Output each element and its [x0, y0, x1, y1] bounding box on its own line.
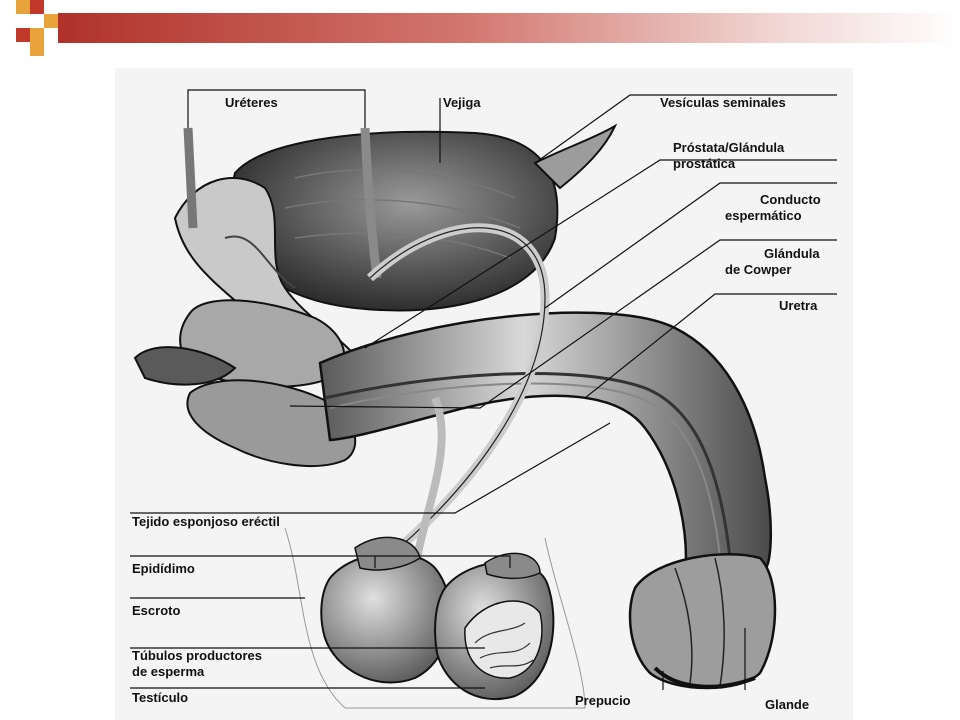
- vas-deferens-right: [411, 396, 446, 569]
- bladder-shape: [229, 130, 559, 312]
- scrotum-outline: [284, 527, 586, 709]
- label-vejiga: Vejiga: [443, 95, 481, 110]
- label-prostata-line1: Próstata/Glándula: [673, 140, 785, 155]
- glans-shape: [628, 553, 777, 690]
- label-ureteres: Uréteres: [225, 95, 278, 110]
- label-tubulos-line1: Túbulos productores: [132, 648, 262, 663]
- label-epididimo: Epidídimo: [132, 561, 195, 576]
- header-square-red-2: [16, 28, 30, 42]
- header-square-orange-1: [16, 0, 30, 14]
- header-square-orange-3: [30, 28, 44, 42]
- epididymis-left: [354, 536, 421, 571]
- label-prepucio: Prepucio: [575, 693, 631, 708]
- label-tubulos-line2: de esperma: [132, 664, 205, 679]
- foreskin-edge: [653, 666, 756, 689]
- header-square-red-1: [30, 0, 44, 14]
- ureter-right: [360, 127, 382, 279]
- label-vesiculas-seminales: Vesículas seminales: [660, 95, 786, 110]
- label-cowper-line2: de Cowper: [725, 262, 792, 277]
- bulb-shape: [186, 379, 357, 467]
- label-glande: Glande: [765, 697, 810, 712]
- urethra-line: [324, 372, 732, 559]
- header-square-orange-4: [30, 42, 44, 56]
- label-tejido-esponjoso: Tejido esponjoso eréctil: [132, 514, 280, 529]
- label-escroto: Escroto: [132, 603, 181, 618]
- label-prostata-line2: prostática: [673, 156, 736, 171]
- seminiferous-tubules: [464, 600, 543, 679]
- testis-left: [320, 552, 452, 684]
- label-cowper-line1: Glándula: [764, 246, 820, 261]
- label-conducto-line1: Conducto: [760, 192, 821, 207]
- label-testiculo: Testículo: [132, 690, 189, 705]
- leader-lines: [130, 89, 837, 690]
- anatomy-illustration: [130, 89, 837, 709]
- header-gradient-bar: [58, 13, 960, 43]
- pelvic-base: [133, 346, 237, 386]
- epididymis-right: [484, 552, 541, 580]
- header-square-orange-2: [44, 14, 58, 28]
- anatomy-diagram: Uréteres Vejiga Vesículas seminales Prós…: [115, 68, 853, 720]
- label-conducto-line2: espermático: [725, 208, 802, 223]
- seminal-vesicle-tip: [533, 123, 618, 190]
- ureter-left: [183, 127, 198, 229]
- label-uretra: Uretra: [779, 298, 818, 313]
